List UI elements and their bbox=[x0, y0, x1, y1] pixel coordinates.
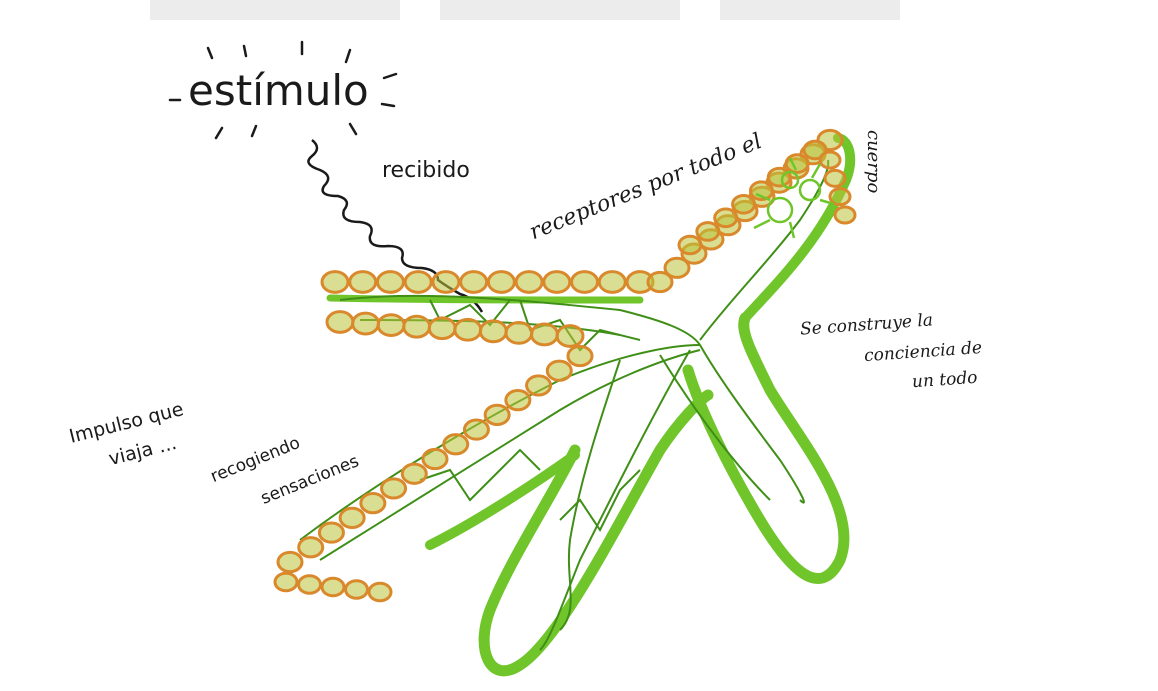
receptor-bead bbox=[599, 272, 625, 293]
receptor-bead bbox=[786, 155, 808, 173]
receptor-bead bbox=[506, 322, 532, 343]
receptor-bead bbox=[361, 494, 385, 513]
receptor-bead bbox=[464, 420, 488, 439]
receptor-bead bbox=[378, 315, 404, 336]
receptor-bead bbox=[679, 236, 701, 254]
right-lower-arm bbox=[688, 318, 844, 579]
receptor-bead bbox=[830, 189, 850, 205]
receptor-bead bbox=[319, 523, 343, 542]
receptor-bead bbox=[572, 272, 598, 293]
receptor-bead bbox=[299, 538, 323, 557]
receptor-bead bbox=[340, 508, 364, 527]
receptor-bead bbox=[405, 272, 431, 293]
receptor-bead bbox=[433, 272, 459, 293]
receptor-bead bbox=[488, 272, 514, 293]
receptor-bead bbox=[455, 319, 481, 340]
receptor-bead bbox=[480, 321, 506, 342]
receptor-bead bbox=[322, 272, 348, 293]
receptor-bead bbox=[544, 272, 570, 293]
receptor-bead bbox=[278, 552, 302, 571]
receptor-bead bbox=[516, 272, 542, 293]
receptor-bead bbox=[461, 272, 487, 293]
receptor-bead bbox=[369, 583, 391, 601]
receptor-bead bbox=[429, 318, 455, 339]
receptor-bead bbox=[531, 324, 557, 345]
receptor-bead bbox=[527, 376, 551, 395]
receptor-bead bbox=[377, 272, 403, 293]
receptor-bead bbox=[404, 316, 430, 337]
receptor-bead bbox=[820, 152, 840, 168]
receptor-bead bbox=[444, 435, 468, 454]
receptor-bead bbox=[299, 576, 321, 594]
receptor-bead bbox=[382, 479, 406, 498]
label-cuerpo: cuerpo bbox=[863, 130, 884, 193]
receptor-bead bbox=[768, 168, 790, 186]
receptor-bead bbox=[825, 170, 845, 186]
receptor-bead bbox=[506, 391, 530, 410]
receptor-bead bbox=[275, 573, 297, 591]
receptor-bead bbox=[423, 449, 447, 468]
receptor-bead bbox=[402, 464, 426, 483]
receptor-bead bbox=[322, 578, 344, 596]
receptor-bead bbox=[697, 223, 719, 241]
label-recibido: recibido bbox=[382, 158, 470, 183]
receptor-bead bbox=[327, 312, 353, 333]
receptor-bead bbox=[485, 405, 509, 424]
receptor-bead bbox=[568, 346, 592, 365]
receptor-bead bbox=[733, 195, 755, 213]
receptor-bead bbox=[557, 326, 583, 347]
receptor-bead bbox=[350, 272, 376, 293]
receptor-bead bbox=[353, 313, 379, 334]
receptor-bead bbox=[547, 361, 571, 380]
receptor-bead bbox=[346, 581, 368, 599]
receptor-bead bbox=[715, 209, 737, 227]
receptor-bead bbox=[835, 207, 855, 223]
label-estimulo: estímulo bbox=[188, 66, 369, 115]
